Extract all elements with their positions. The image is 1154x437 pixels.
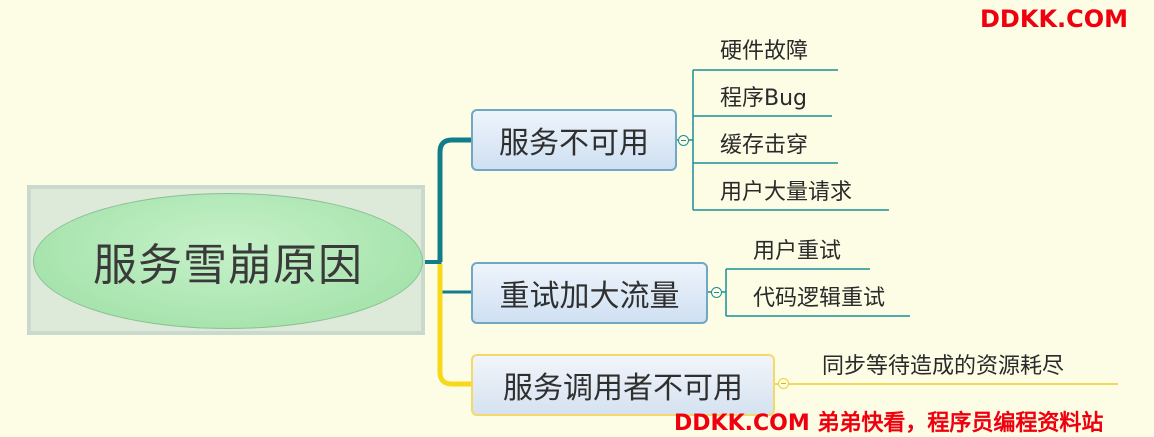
- collapse-icon[interactable]: [778, 378, 789, 389]
- branch-node-service-unavailable[interactable]: 服务不可用: [471, 109, 677, 171]
- branch-line-3: [437, 264, 471, 387]
- branch-label: 服务调用者不可用: [503, 371, 743, 406]
- branch-label: 服务不可用: [499, 126, 649, 161]
- root-node[interactable]: 服务雪崩原因: [33, 193, 423, 329]
- branch-node-retry-traffic[interactable]: 重试加大流量: [471, 262, 708, 324]
- root-label: 服务雪崩原因: [93, 240, 363, 291]
- branch-node-caller-unavailable[interactable]: 服务调用者不可用: [471, 354, 775, 416]
- watermark-bottom: DDKK.COM 弟弟快看，程序员编程资料站: [674, 411, 1104, 436]
- watermark-top: DDKK.COM: [980, 5, 1129, 33]
- leaf-program-bug[interactable]: 程序Bug: [720, 86, 808, 111]
- leaf-sync-wait-resource-exhaustion[interactable]: 同步等待造成的资源耗尽: [822, 354, 1065, 379]
- branch-line-1: [437, 137, 471, 262]
- leaf-cache-penetration[interactable]: 缓存击穿: [720, 133, 809, 158]
- branch-label: 重试加大流量: [499, 279, 680, 314]
- leaf-heavy-user-requests[interactable]: 用户大量请求: [720, 180, 853, 205]
- leaf-code-logic-retry[interactable]: 代码逻辑重试: [753, 286, 886, 311]
- leaf-user-retry[interactable]: 用户重试: [753, 239, 842, 264]
- collapse-icon[interactable]: [711, 287, 722, 298]
- branch-line-2: [438, 262, 471, 294]
- collapse-icon[interactable]: [678, 135, 689, 146]
- leaf-hardware-failure[interactable]: 硬件故障: [720, 39, 809, 64]
